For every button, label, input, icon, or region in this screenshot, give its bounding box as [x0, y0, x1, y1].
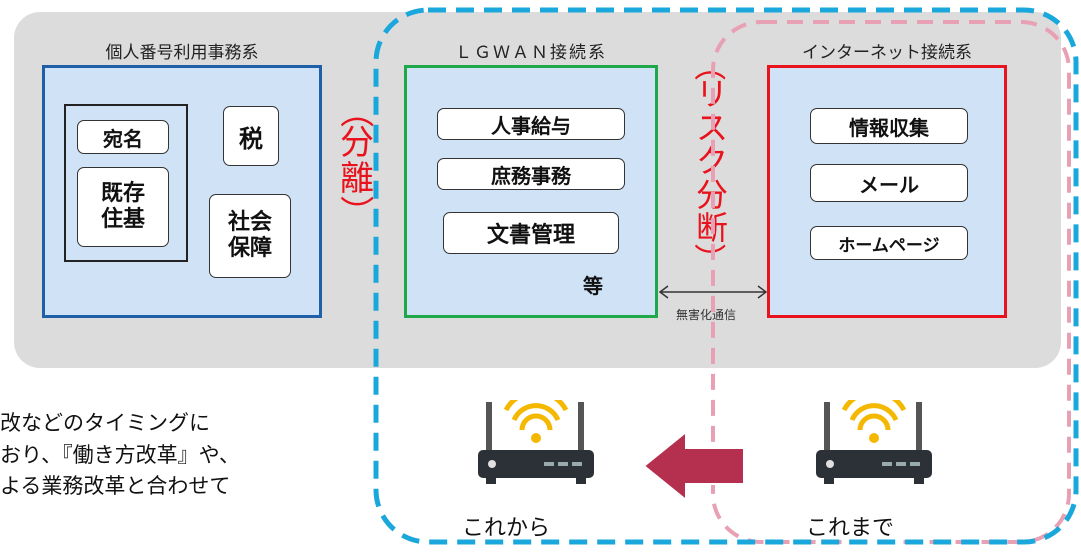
- wifi-icon: [857, 413, 891, 431]
- lgwan-zone-title: ＬＧＷＡＮ接続系: [455, 43, 607, 63]
- wifi-icon: [519, 413, 553, 431]
- jinji-kyuyo-box: 人事給与: [437, 108, 625, 140]
- etc-label: 等: [583, 274, 603, 298]
- internet-zone: 情報収集 メール ホームページ: [767, 65, 1007, 318]
- atena-box: 宛名: [77, 120, 169, 154]
- shakai-label-line1: 社会: [227, 209, 272, 235]
- joho-shushu-box: 情報収集: [810, 108, 968, 144]
- mynumber-zone-title: 個人番号利用事務系: [105, 43, 259, 63]
- mugaika-label: 無害化通信: [676, 308, 737, 322]
- router-new-icon: [478, 400, 594, 484]
- kizon-juki-box: 既存 住基: [77, 167, 169, 247]
- shomu-jimu-box: 庶務事務: [437, 158, 625, 190]
- bunri-char-2: 離: [340, 158, 374, 199]
- shakai-label-line2: 保障: [227, 236, 272, 261]
- kizon-label-line2: 住基: [100, 207, 145, 232]
- mugaika-connector-arrow: [658, 285, 768, 299]
- mail-box: メール: [810, 164, 968, 202]
- router-old-label: これまで: [806, 516, 895, 541]
- migration-arrow: [642, 430, 745, 502]
- router-new-label: これから: [462, 516, 551, 541]
- shakai-hosho-box: 社会 保障: [209, 194, 291, 278]
- lgwan-zone: 人事給与 庶務事務 文書管理 等: [404, 65, 658, 318]
- kizon-label-line1: 既存: [100, 180, 145, 206]
- side-text-line1: 改などのタイミングに: [0, 411, 210, 435]
- cyan-dashed-boundary: [373, 7, 1079, 545]
- side-description-text: 改などのタイミングに おり、『働き方改革』や、 よる業務改革と合わせて: [0, 408, 240, 503]
- zei-box: 税: [223, 106, 279, 166]
- router-old-icon: [816, 400, 932, 484]
- homepage-box: ホームページ: [810, 226, 968, 260]
- bunri-char-1: 分: [340, 123, 374, 163]
- internet-zone-title: インターネット接続系: [802, 43, 972, 63]
- bunri-separator: （ 分 離 ）: [333, 94, 381, 229]
- mynumber-zone: 宛名 既存 住基 税 社会 保障: [42, 65, 322, 318]
- bunsho-kanri-box: 文書管理: [443, 212, 619, 254]
- side-text-line3: よる業務改革と合わせて: [0, 474, 231, 498]
- side-text-line2: おり、『働き方改革』や、: [0, 442, 241, 467]
